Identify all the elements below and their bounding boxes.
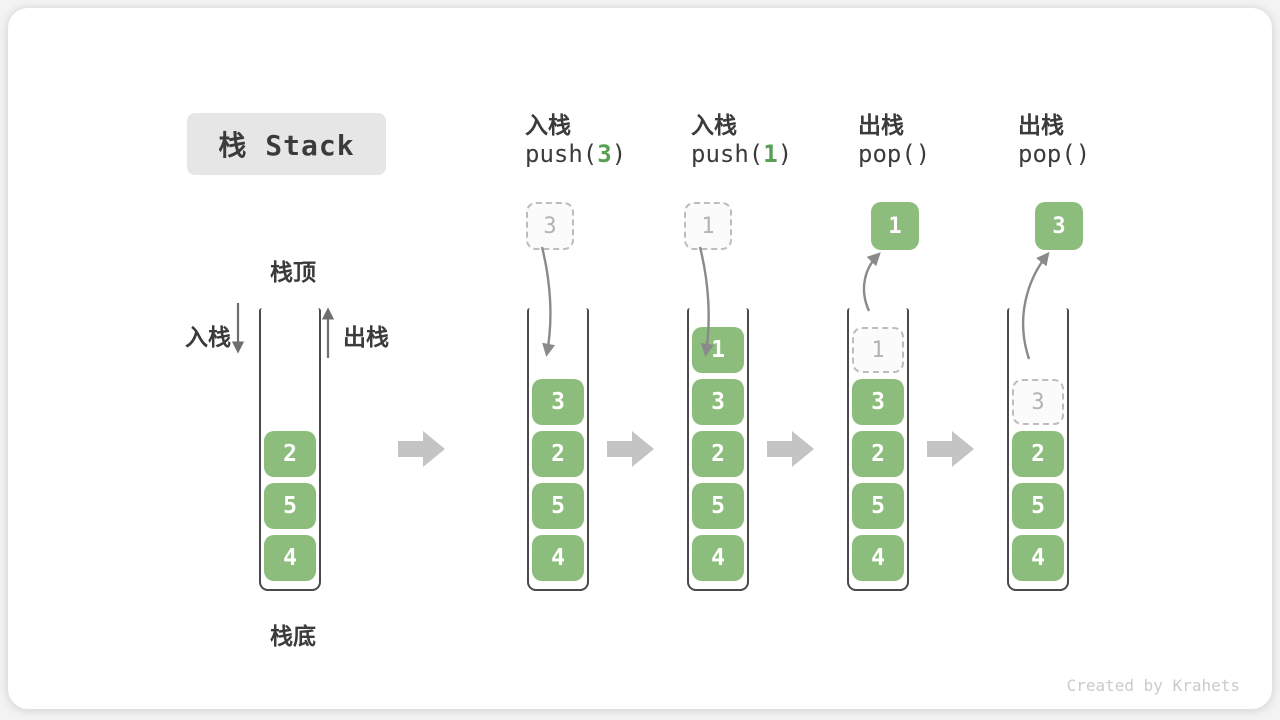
op-code: push(3) [525, 140, 626, 168]
stack-cell-ghost: 1 [852, 327, 904, 373]
op-code-arg: 3 [597, 140, 612, 168]
stack-cell: 2 [264, 431, 316, 477]
op-name: 入栈 [525, 112, 571, 138]
stack-cell: 5 [852, 483, 904, 529]
stack-cell: 2 [852, 431, 904, 477]
stack-cell: 3 [692, 379, 744, 425]
diagram-title: 栈 Stack [187, 113, 386, 175]
op-code-pre: pop( [1018, 140, 1076, 168]
op-code-post: ) [915, 140, 931, 168]
stack-cell: 2 [532, 431, 584, 477]
op-code-pre: push( [691, 140, 764, 168]
stack-cell: 5 [532, 483, 584, 529]
stack-cell: 4 [692, 535, 744, 581]
op-name: 入栈 [691, 112, 737, 138]
op-code: pop() [858, 140, 930, 168]
op-header-push-1: 入栈 push(1) [691, 106, 792, 168]
diagram-title-text: 栈 Stack [218, 129, 355, 162]
stack-cell: 4 [532, 535, 584, 581]
stack-cell: 2 [1012, 431, 1064, 477]
flying-value-dashed: 3 [526, 202, 574, 250]
stack-cell: 3 [852, 379, 904, 425]
op-name: 出栈 [1018, 112, 1064, 138]
stack-cell: 5 [692, 483, 744, 529]
stack-cell: 2 [692, 431, 744, 477]
op-header-pop-2: 出栈 pop() [1018, 106, 1090, 168]
op-code: pop() [1018, 140, 1090, 168]
stack-cell: 3 [532, 379, 584, 425]
stack-cell: 5 [1012, 483, 1064, 529]
diagram-card: 栈 Stack 入栈 push(3) 入栈 push(1) 出栈 pop() 出… [8, 8, 1272, 709]
stack-cell: 4 [264, 535, 316, 581]
op-code-post: ) [611, 140, 627, 168]
op-header-push-3: 入栈 push(3) [525, 106, 626, 168]
flying-value-popped: 3 [1035, 202, 1083, 250]
stack-cell: 4 [852, 535, 904, 581]
op-code-post: ) [1075, 140, 1091, 168]
op-name: 出栈 [858, 112, 904, 138]
watermark-credit: Created by Krahets [1066, 676, 1240, 695]
flying-value-popped: 1 [871, 202, 919, 250]
op-code-pre: push( [525, 140, 598, 168]
pop-side-label: 出栈 [343, 324, 389, 350]
op-header-pop-1: 出栈 pop() [858, 106, 930, 168]
op-code-post: ) [777, 140, 793, 168]
op-code-pre: pop( [858, 140, 916, 168]
flying-value-dashed: 1 [684, 202, 732, 250]
op-code-arg: 1 [763, 140, 778, 168]
stack-top-label: 栈顶 [270, 259, 316, 285]
stack-cell: 1 [692, 327, 744, 373]
stack-cell: 5 [264, 483, 316, 529]
stack-cell: 4 [1012, 535, 1064, 581]
op-code: push(1) [691, 140, 792, 168]
stack-bottom-label: 栈底 [270, 623, 316, 649]
push-side-label: 入栈 [185, 324, 231, 350]
stack-cell-ghost: 3 [1012, 379, 1064, 425]
